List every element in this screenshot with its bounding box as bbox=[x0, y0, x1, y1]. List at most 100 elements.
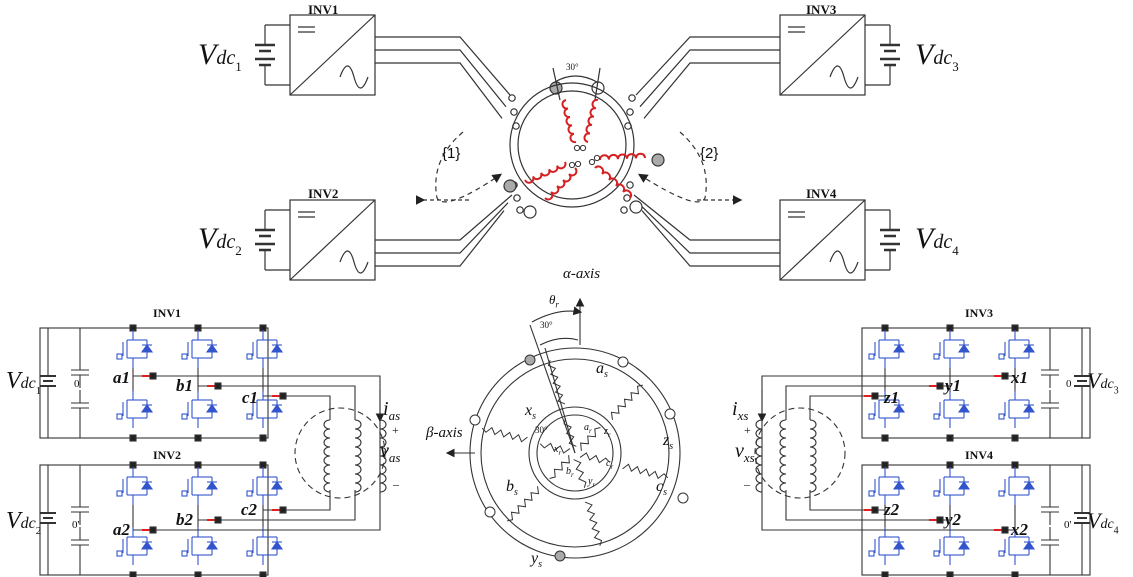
inv1-top-label: INV1 bbox=[308, 2, 339, 17]
rotor-coils-top bbox=[524, 98, 646, 201]
coil-f bbox=[594, 165, 633, 199]
wire-b2 bbox=[198, 490, 356, 521]
phase-terminal-4 bbox=[651, 153, 665, 167]
inv4-bottom-leg2-upper-gate-terminal bbox=[998, 490, 1005, 497]
inv1-bottom-frame bbox=[39, 327, 269, 439]
wire-inv4-1 bbox=[637, 202, 780, 254]
stator-terminal-5 bbox=[554, 550, 566, 562]
minus-left: – bbox=[393, 477, 399, 491]
inv2-top-diagonal bbox=[289, 199, 376, 281]
wire-inv3-1 bbox=[639, 49, 780, 108]
rotor-winding-a bbox=[563, 418, 577, 447]
winding-right-3 bbox=[809, 419, 817, 493]
ar-label: ar bbox=[584, 422, 592, 435]
inv3-bottom-leg1-upper-gate-terminal bbox=[933, 353, 940, 360]
inv2-bottom-leg1-upper-gate-terminal bbox=[181, 490, 188, 497]
phase-terminal-5 bbox=[629, 200, 643, 214]
rotor-inner-ring bbox=[536, 414, 614, 492]
vdc3-bottom-label: Vdc3 bbox=[1087, 368, 1119, 397]
rotor-winding-y bbox=[573, 459, 587, 488]
theta-arc bbox=[531, 306, 583, 323]
stator-winding-y bbox=[584, 501, 603, 546]
br-label: br bbox=[566, 466, 574, 479]
inv3-bottom-leg1-lower-gate-terminal bbox=[933, 413, 940, 420]
angle-top-label: 30° bbox=[540, 320, 553, 330]
neutral-left-top: 0 bbox=[74, 378, 80, 390]
inv1-bottom-leg1-lower-gate-terminal bbox=[181, 413, 188, 420]
i-xs-label: ixs bbox=[732, 398, 749, 423]
inv2-bottom-leg2-lower-gate-terminal bbox=[246, 550, 253, 557]
thirty-arc bbox=[539, 337, 579, 346]
coil-c bbox=[524, 161, 567, 184]
inv4-top-ac-symbol bbox=[829, 250, 859, 274]
minus-right: – bbox=[744, 477, 750, 491]
terminal-9 bbox=[626, 181, 634, 189]
inv1-bottom-label: INV1 bbox=[153, 306, 182, 320]
inv4-bottom-leg0-lower-gate-terminal bbox=[868, 550, 875, 557]
inv1-bottom-leg0-upper-gate-terminal bbox=[116, 353, 123, 360]
inv4-top-diagonal bbox=[779, 199, 866, 281]
stator-winding-z bbox=[481, 426, 528, 443]
stator-terminal-2 bbox=[664, 408, 676, 420]
inv3-bottom-leg2-upper-gate-terminal bbox=[998, 353, 1005, 360]
stator-inner-ring-top bbox=[517, 90, 627, 200]
neutral-left-bottom: 0' bbox=[72, 519, 80, 531]
v-xs-label: vxs bbox=[735, 440, 755, 465]
inv2-top-label: INV2 bbox=[308, 186, 339, 201]
inv1-bottom-leg2-upper-gate-terminal bbox=[246, 353, 253, 360]
angle-arc-top bbox=[554, 75, 598, 83]
leg-a2: a2 bbox=[113, 520, 130, 539]
leg-y2: y2 bbox=[945, 510, 962, 529]
stator-outer-ring-top bbox=[509, 82, 635, 208]
inv3-top-ac-symbol bbox=[829, 65, 859, 89]
vdc4-label: Vdc4 bbox=[915, 222, 959, 258]
terminal-5 bbox=[516, 206, 524, 214]
vdc2-label: Vdc2 bbox=[198, 222, 242, 258]
top-configuration bbox=[255, 14, 900, 281]
inv3-bottom-label: INV3 bbox=[965, 306, 994, 320]
neutral-node-2 bbox=[574, 160, 582, 168]
plus-left: + bbox=[392, 423, 399, 437]
phase-terminal-3 bbox=[523, 205, 537, 219]
coil-d bbox=[544, 167, 578, 201]
leg-b2: b2 bbox=[176, 510, 193, 529]
stator-winding-b bbox=[622, 463, 669, 480]
inv4-bottom-leg1-upper-gate-terminal bbox=[933, 490, 940, 497]
bottom-circuit bbox=[39, 297, 1091, 577]
leg-b1: b1 bbox=[176, 376, 193, 395]
stator-terminal-4 bbox=[484, 506, 496, 518]
winding-left-2 bbox=[354, 419, 362, 493]
stator-terminal-3 bbox=[677, 492, 689, 504]
phase-winding-enclosure-right bbox=[754, 407, 846, 499]
inv3-bottom-leg0-upper-gate-terminal bbox=[868, 353, 875, 360]
rotor-winding-b bbox=[579, 452, 611, 464]
machine-windings bbox=[469, 354, 689, 562]
inv1-bottom-leg0-lower-gate-terminal bbox=[116, 413, 123, 420]
inv3-top-label: INV3 bbox=[806, 2, 837, 17]
neutral-right-top: 0 bbox=[1066, 378, 1072, 390]
inv3-bottom-leg0-lower-gate-terminal bbox=[868, 413, 875, 420]
leg-y1: y1 bbox=[945, 376, 962, 395]
coil-e bbox=[599, 152, 646, 161]
region-1-arc bbox=[435, 131, 502, 203]
beta-axis-label: β-axis bbox=[426, 425, 463, 441]
stator-terminal-0 bbox=[524, 354, 536, 366]
zr-label: zr bbox=[604, 426, 611, 439]
rotor-winding-c bbox=[549, 455, 570, 479]
neutral-right-bottom: 0' bbox=[1064, 519, 1072, 531]
inv1-bottom-leg2-lower-gate-terminal bbox=[246, 413, 253, 420]
leg-a1: a1 bbox=[113, 368, 130, 387]
coil-a bbox=[561, 99, 577, 144]
terminal-0 bbox=[508, 94, 516, 102]
rotor-winding-x bbox=[580, 427, 601, 451]
terminal-11 bbox=[620, 206, 628, 214]
inv2-bottom-leg0-upper-gate-terminal bbox=[116, 490, 123, 497]
winding-left-3 bbox=[379, 419, 387, 493]
inv4-top-label: INV4 bbox=[806, 186, 837, 201]
i-as-label: ias bbox=[383, 398, 401, 423]
inv4-bottom-leg1-lower-gate-terminal bbox=[933, 550, 940, 557]
wire-inv3-0 bbox=[635, 36, 780, 96]
bs-label: bs bbox=[506, 478, 518, 499]
inv4-bottom-leg0-upper-gate-terminal bbox=[868, 490, 875, 497]
